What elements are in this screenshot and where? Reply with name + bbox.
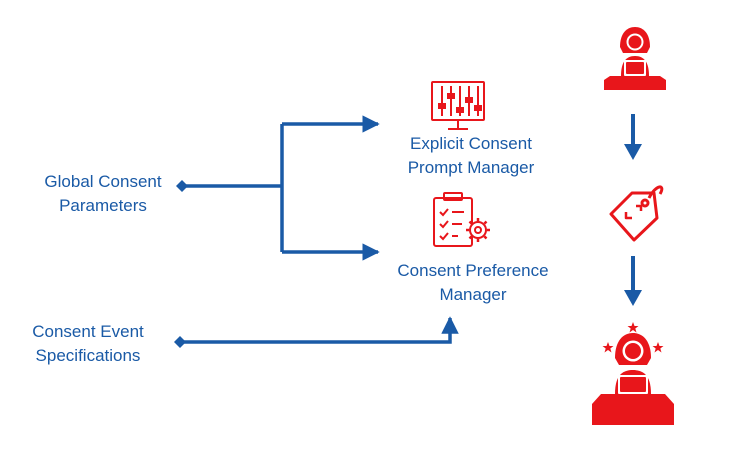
explicit-label-line1: Explicit Consent [410,134,532,153]
control-panel-icon [431,81,485,130]
global-connector [182,115,380,261]
consent-event-specifications-label: Consent Event Specifications [14,320,162,368]
alert-star-right [652,342,664,353]
pref-label-line2: Manager [439,285,507,304]
global-connector-diamond [176,180,188,192]
global-consent-parameters-label: Global Consent Parameters [18,170,188,218]
event-connector [180,316,459,344]
pref-label-line1: Consent Preference [397,261,549,280]
alert-user-laptop-icon [592,322,674,425]
explicit-label-line2: Prompt Manager [407,158,535,177]
global-label-line1: Global Consent [44,172,162,191]
event-label-line2: Specifications [35,346,141,365]
tag-icon [609,185,664,242]
flow-arrow-1 [624,114,642,160]
global-label-line2: Parameters [59,196,147,215]
consent-preference-manager-label: Consent Preference Manager [378,259,568,307]
checklist-gear-icon [433,192,490,247]
user-laptop-icon [604,27,666,90]
event-label-line1: Consent Event [32,322,144,341]
alert-star-left [602,342,614,353]
alert-star-top [627,322,639,333]
flow-arrow-2 [624,256,642,306]
explicit-consent-prompt-manager-label: Explicit Consent Prompt Manager [386,132,556,180]
event-connector-diamond [174,336,186,348]
